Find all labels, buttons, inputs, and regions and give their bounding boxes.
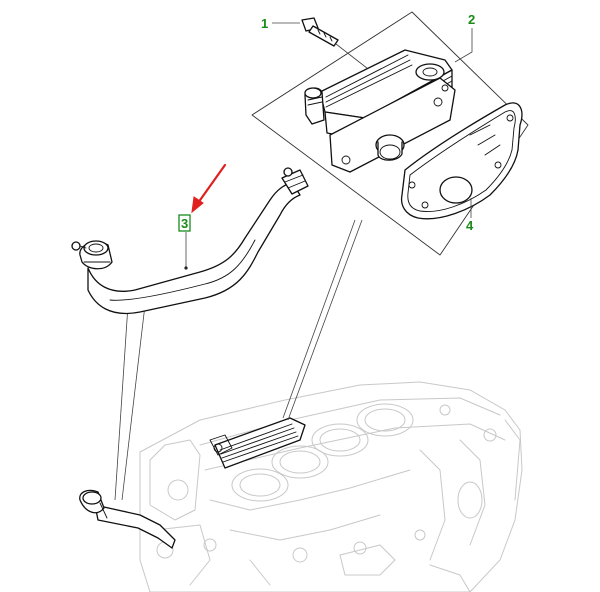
gasket (400, 102, 523, 220)
callout-3-box (178, 214, 191, 232)
callout-2[interactable]: 2 (468, 12, 475, 27)
coolant-hose (71, 167, 309, 315)
left-hose-clamp (71, 240, 113, 270)
callout-4-label: 4 (466, 218, 474, 233)
callout-3-label: 3 (181, 216, 188, 231)
callout-1-label: 1 (261, 16, 268, 31)
callout-2-label: 2 (468, 12, 475, 27)
red-arrow (191, 163, 227, 214)
oil-cooler-installed (209, 417, 306, 469)
engine-block (139, 381, 523, 592)
callout-3[interactable]: 3 (178, 214, 191, 270)
oil-cooler (304, 28, 473, 173)
upper-hose-clamp (281, 167, 309, 195)
lower-hose-end (79, 489, 176, 549)
bolt (301, 17, 373, 73)
callout-1[interactable]: 1 (261, 16, 300, 31)
cooler-parts-box (251, 11, 529, 256)
assembly-leaders (114, 219, 363, 501)
callout-4[interactable]: 4 (466, 218, 474, 233)
